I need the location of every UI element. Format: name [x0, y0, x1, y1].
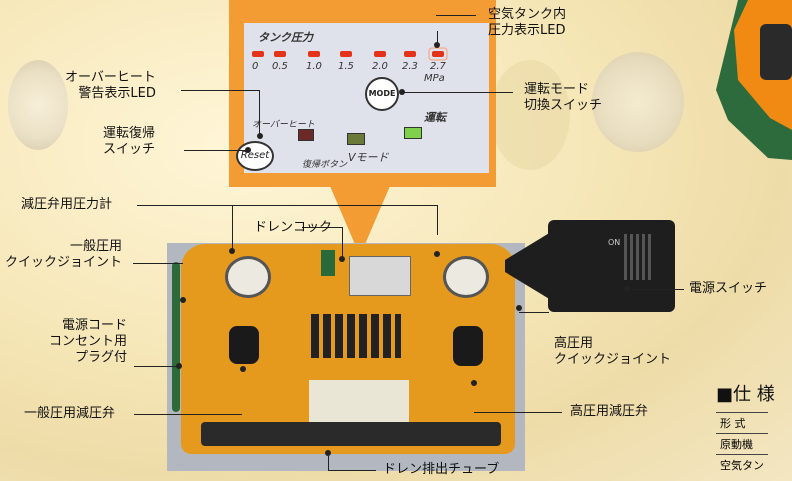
run-led — [404, 127, 422, 139]
compressor-body — [181, 244, 515, 454]
callout-high-reducer: 高圧用減圧弁 — [570, 404, 649, 419]
callout-reset-switch: 運転復帰 スイッチ — [103, 126, 156, 157]
callout-high-quick-joint: 高圧用 クイックジョイント — [554, 336, 672, 367]
callout-air-tank-led: 空気タンク内 圧力表示LED — [488, 7, 567, 38]
reset-caption: 復帰ボタン — [302, 160, 348, 170]
overheat-label: オーバーヒート — [252, 120, 315, 130]
scale-tick: 1.5 — [338, 61, 354, 72]
reducer-gauge-left — [225, 256, 271, 298]
drain-cock[interactable] — [321, 250, 335, 276]
scale-tick: 2.7 — [430, 61, 446, 72]
power-switch-inset: ON — [548, 220, 675, 312]
control-panel: タンク圧力 0 0.5 1.0 1.5 2.0 2.3 2.7 MPa MODE… — [236, 23, 489, 173]
power-cord — [172, 262, 180, 412]
background-shape — [490, 60, 570, 170]
callout-drain-tube: ドレン排出チューブ — [383, 462, 500, 477]
spec-heading: ■仕 様 — [716, 384, 775, 405]
general-reducer-knob[interactable] — [229, 326, 259, 364]
compressor-corner-image — [716, 0, 792, 160]
spec-row-label: 原動機 — [716, 433, 768, 455]
callout-reducer-gauge: 減圧弁用圧力計 — [21, 197, 113, 212]
high-reducer-knob[interactable] — [453, 326, 483, 366]
pressure-unit: MPa — [424, 73, 445, 84]
power-switch[interactable] — [624, 234, 654, 280]
v-mode-label: Vモード — [348, 151, 389, 164]
display-plate — [349, 256, 411, 296]
v-mode-led — [347, 133, 365, 145]
scale-tick: 0.5 — [272, 61, 288, 72]
spec-row-label: 形 式 — [716, 412, 768, 434]
reducer-gauge-right — [443, 256, 489, 298]
mode-button[interactable]: MODE — [365, 77, 399, 111]
vent-grille — [311, 314, 401, 358]
callout-drain-cock: ドレンコック — [254, 220, 333, 235]
inset-pointer — [505, 232, 551, 300]
base-frame — [201, 422, 501, 446]
spec-row-label: 空気タン — [716, 454, 768, 475]
callout-general-reducer: 一般圧用減圧弁 — [24, 406, 116, 421]
overheat-led — [298, 129, 314, 141]
reset-button[interactable]: Reset — [236, 141, 274, 171]
callout-power-switch: 電源スイッチ — [689, 281, 768, 296]
callout-mode-switch: 運転モード 切換スイッチ — [524, 82, 603, 113]
pressure-leds — [252, 47, 448, 61]
scale-tick: 2.3 — [402, 61, 418, 72]
tank-pressure-title: タンク圧力 — [258, 31, 313, 44]
pressure-scale: 0 0.5 1.0 1.5 2.0 2.3 2.7 — [250, 61, 486, 75]
scale-tick: 1.0 — [306, 61, 322, 72]
background-gauge-right — [592, 52, 684, 152]
zoom-pointer — [330, 186, 390, 256]
spec-section: ■仕 様 形 式 原動機 空気タン — [716, 380, 792, 481]
spec-table: 形 式 原動機 空気タン — [716, 412, 768, 475]
inset-on-label: ON — [608, 238, 621, 247]
callout-overheat-led: オーバーヒート 警告表示LED — [65, 70, 156, 101]
scale-tick: 0 — [252, 61, 259, 72]
callout-general-quick-joint: 一般圧用 クイックジョイント — [5, 239, 123, 270]
scale-tick: 2.0 — [372, 61, 388, 72]
background-gauge-left — [8, 60, 68, 150]
callout-power-cord: 電源コード コンセント用 プラグ付 — [49, 318, 128, 365]
run-label: 運転 — [424, 111, 446, 124]
